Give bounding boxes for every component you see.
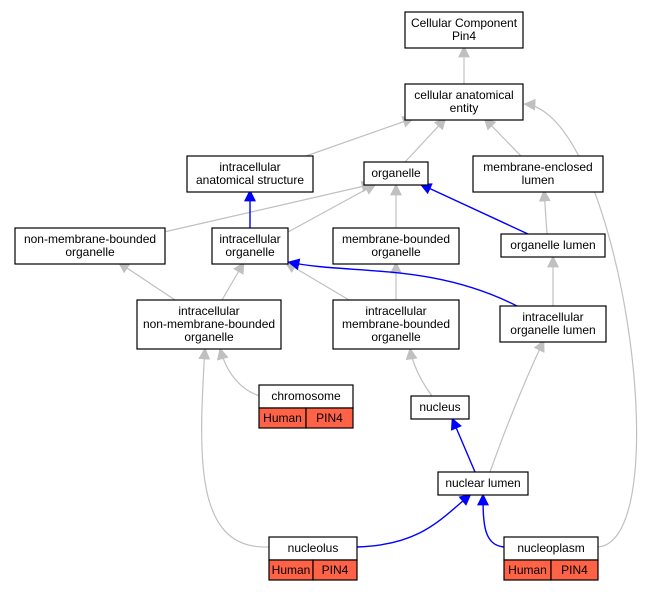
node-label: membrane-bounded: [342, 232, 450, 246]
node-label: nuclear lumen: [445, 476, 520, 490]
node-box: [499, 305, 607, 343]
badge-label: PIN4: [316, 411, 343, 425]
node-label: organelle: [225, 245, 275, 259]
edge-ol-to-mel: [538, 189, 551, 235]
node-label: nucleolus: [288, 541, 339, 555]
node-label: cellular anatomical: [414, 88, 513, 102]
badge-box: [305, 407, 354, 429]
node-label: Cellular Component: [411, 16, 518, 30]
node-box: [363, 161, 429, 186]
edge-ncpl-to-cae: [523, 98, 638, 548]
node-box: [472, 155, 604, 193]
node-label: nucleoplasm: [517, 541, 584, 555]
edge-chr-to-inmbo: [216, 347, 261, 397]
node-label: intracellular: [219, 160, 280, 174]
node-box: [410, 395, 470, 420]
node-inmbo: intracellularnon-membrane-boundedorganel…: [136, 299, 282, 350]
badge-label: Human: [263, 411, 302, 425]
node-label: chromosome: [271, 389, 341, 403]
node-label: intracellular: [219, 232, 280, 246]
node-label: anatomical structure: [196, 173, 304, 187]
node-label: non-membrane-bounded: [143, 317, 275, 331]
node-box: [404, 83, 524, 121]
node-box: [332, 227, 460, 265]
edge-ncpl-to-nl: [477, 493, 505, 548]
node-box: [437, 471, 529, 496]
node-box: [186, 155, 314, 193]
badge-box: [312, 559, 358, 581]
node-ol: organelle lumen: [500, 233, 606, 258]
node-label: organelle lumen: [510, 323, 595, 337]
badge-box: [550, 559, 599, 581]
node-label: organelle lumen: [510, 238, 595, 252]
edge-nclo-to-inmbo: [198, 347, 270, 548]
node-box: [136, 299, 282, 350]
edge-io-to-org: [287, 183, 377, 233]
edge-nmbo-to-org: [163, 180, 374, 233]
node-label: organelle: [184, 330, 234, 344]
node-label: membrane-bounded: [342, 317, 450, 331]
badge-label: Human: [508, 563, 547, 577]
node-label: Pin4: [452, 29, 476, 43]
node-label: non-membrane-bounded: [24, 232, 156, 246]
node-label: membrane-enclosed: [483, 160, 592, 174]
edge-mel-to-cae: [483, 117, 522, 157]
node-label: entity: [450, 101, 479, 115]
node-nl: nuclear lumen: [437, 471, 529, 496]
node-label: organelle: [371, 330, 421, 344]
node-box: [14, 227, 166, 265]
edges-layer: [117, 45, 638, 548]
node-label: organelle: [371, 166, 421, 180]
node-box: [500, 233, 606, 258]
edge-inmbo-to-nmbo: [117, 261, 176, 301]
edge-ol-to-org: [419, 183, 529, 235]
edge-org-to-cae: [404, 117, 447, 163]
node-org: organelle: [363, 161, 429, 186]
node-label: organelle: [371, 245, 421, 259]
node-label: lumen: [522, 173, 555, 187]
edge-iol-to-io: [287, 258, 518, 307]
edge-nuc-to-imbo: [405, 347, 433, 397]
badge-label: Human: [272, 563, 311, 577]
node-box: [211, 227, 289, 265]
edge-inmbo-to-io: [221, 261, 245, 301]
edge-nl-to-nuc: [450, 417, 476, 473]
node-nuc: nucleus: [410, 395, 470, 420]
badge-label: PIN4: [561, 563, 588, 577]
node-label: organelle: [65, 245, 115, 259]
node-label: intracellular: [178, 304, 239, 318]
node-label: intracellular: [365, 304, 426, 318]
node-label: intracellular: [522, 310, 583, 324]
node-label: nucleus: [419, 400, 460, 414]
edge-ias-to-cae: [305, 116, 415, 157]
badge-label: PIN4: [322, 563, 349, 577]
edge-nl-to-iol: [489, 339, 545, 473]
node-box: [404, 11, 524, 49]
edge-nclo-to-nl: [356, 493, 472, 548]
node-box: [332, 299, 460, 350]
